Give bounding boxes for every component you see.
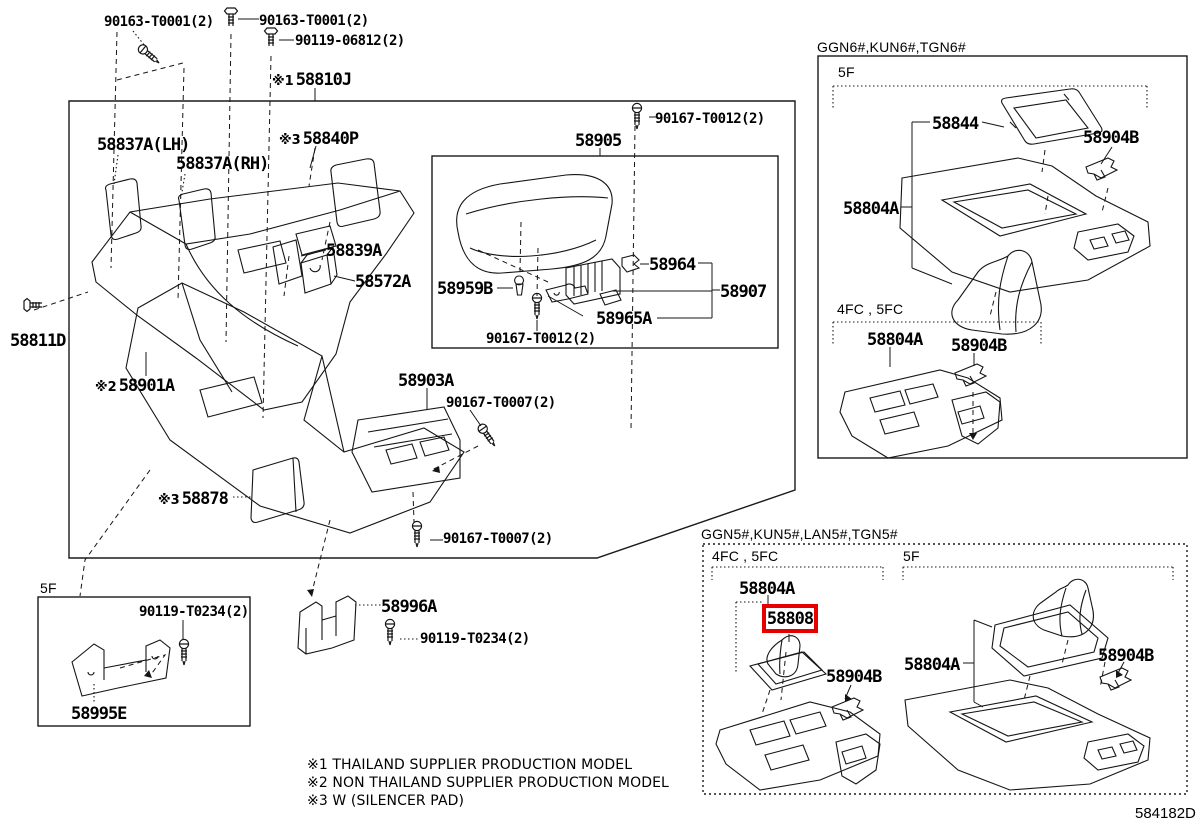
section-label-4fc-ggn5: 4FC , 5FC	[712, 548, 779, 564]
callout-90119-t0234-left[interactable]: 90119-T0234(2)	[139, 604, 249, 620]
callout-90167-t0012-bottom[interactable]: 90167-T0012(2)	[486, 331, 596, 347]
callout-58804a-3[interactable]: 58804A	[739, 579, 795, 599]
callout-58844[interactable]: 58844	[932, 114, 979, 134]
callout-90119-06812[interactable]: 90119-06812(2)	[295, 33, 405, 49]
callout-58959b[interactable]: 58959B	[437, 279, 493, 299]
callout-58572a[interactable]: 58572A	[355, 272, 411, 292]
callout-58964[interactable]: 58964	[649, 255, 696, 275]
callout-90163-t0001-left[interactable]: 90163-T0001(2)	[104, 14, 214, 30]
section-label-5f-ggn6: 5F	[838, 64, 855, 80]
callout-58965a[interactable]: 58965A	[596, 309, 652, 329]
footnote-2: ※2 NON THAILAND SUPPLIER PRODUCTION MODE…	[307, 775, 669, 791]
callout-58904b-2[interactable]: 58904B	[951, 336, 1007, 356]
callout-58804a-1[interactable]: 58804A	[843, 199, 899, 219]
callout-58903a[interactable]: 58903A	[398, 371, 454, 391]
figure-code: 584182D	[1135, 805, 1196, 822]
callout-58804a-2[interactable]: 58804A	[867, 330, 923, 350]
box-header-ggn5: GGN5#,KUN5#,LAN5#,TGN5#	[701, 526, 898, 542]
highlighted-part-58808[interactable]: 58808	[762, 604, 818, 633]
callout-58995e[interactable]: 58995E	[71, 704, 127, 724]
section-label-5f-ggn5: 5F	[903, 548, 920, 564]
callout-58804a-4[interactable]: 58804A	[904, 655, 960, 675]
footnote-3: ※3 W (SILENCER PAD)	[307, 793, 465, 809]
callout-90167-t0007-2[interactable]: 90167-T0007(2)	[443, 531, 553, 547]
note-marker: ※3	[158, 493, 180, 508]
callout-90167-t0007-1[interactable]: 90167-T0007(2)	[446, 395, 556, 411]
note-marker: ※2	[95, 380, 117, 395]
callout-90163-t0001-right[interactable]: 90163-T0001(2)	[259, 13, 369, 29]
section-label-5f-bottom-left: 5F	[40, 580, 57, 596]
callout-58811d[interactable]: 58811D	[10, 331, 66, 351]
footnote-1: ※1 THAILAND SUPPLIER PRODUCTION MODEL	[307, 757, 633, 773]
callout-58904b-4[interactable]: 58904B	[1098, 646, 1154, 666]
callout-58907[interactable]: 58907	[720, 282, 767, 302]
note-marker: ※1	[272, 74, 294, 89]
callout-58808[interactable]: 58808	[766, 608, 814, 629]
callout-90167-t0012-top[interactable]: 90167-T0012(2)	[655, 111, 765, 127]
callout-58837a-lh[interactable]: 58837A(LH)	[97, 135, 190, 155]
note-marker: ※3	[279, 133, 301, 148]
callout-58904b-3[interactable]: 58904B	[826, 667, 882, 687]
callout-58996a[interactable]: 58996A	[381, 597, 437, 617]
box-header-ggn6: GGN6#,KUN6#,TGN6#	[817, 39, 966, 55]
callout-58837a-rh[interactable]: 58837A(RH)	[176, 154, 269, 174]
callout-58905[interactable]: 58905	[575, 131, 622, 151]
callout-58904b-1[interactable]: 58904B	[1083, 128, 1139, 148]
section-label-4fc-ggn6: 4FC , 5FC	[837, 301, 904, 317]
callout-90119-t0234-right[interactable]: 90119-T0234(2)	[420, 631, 530, 647]
callout-58839a[interactable]: 58839A	[326, 241, 382, 261]
